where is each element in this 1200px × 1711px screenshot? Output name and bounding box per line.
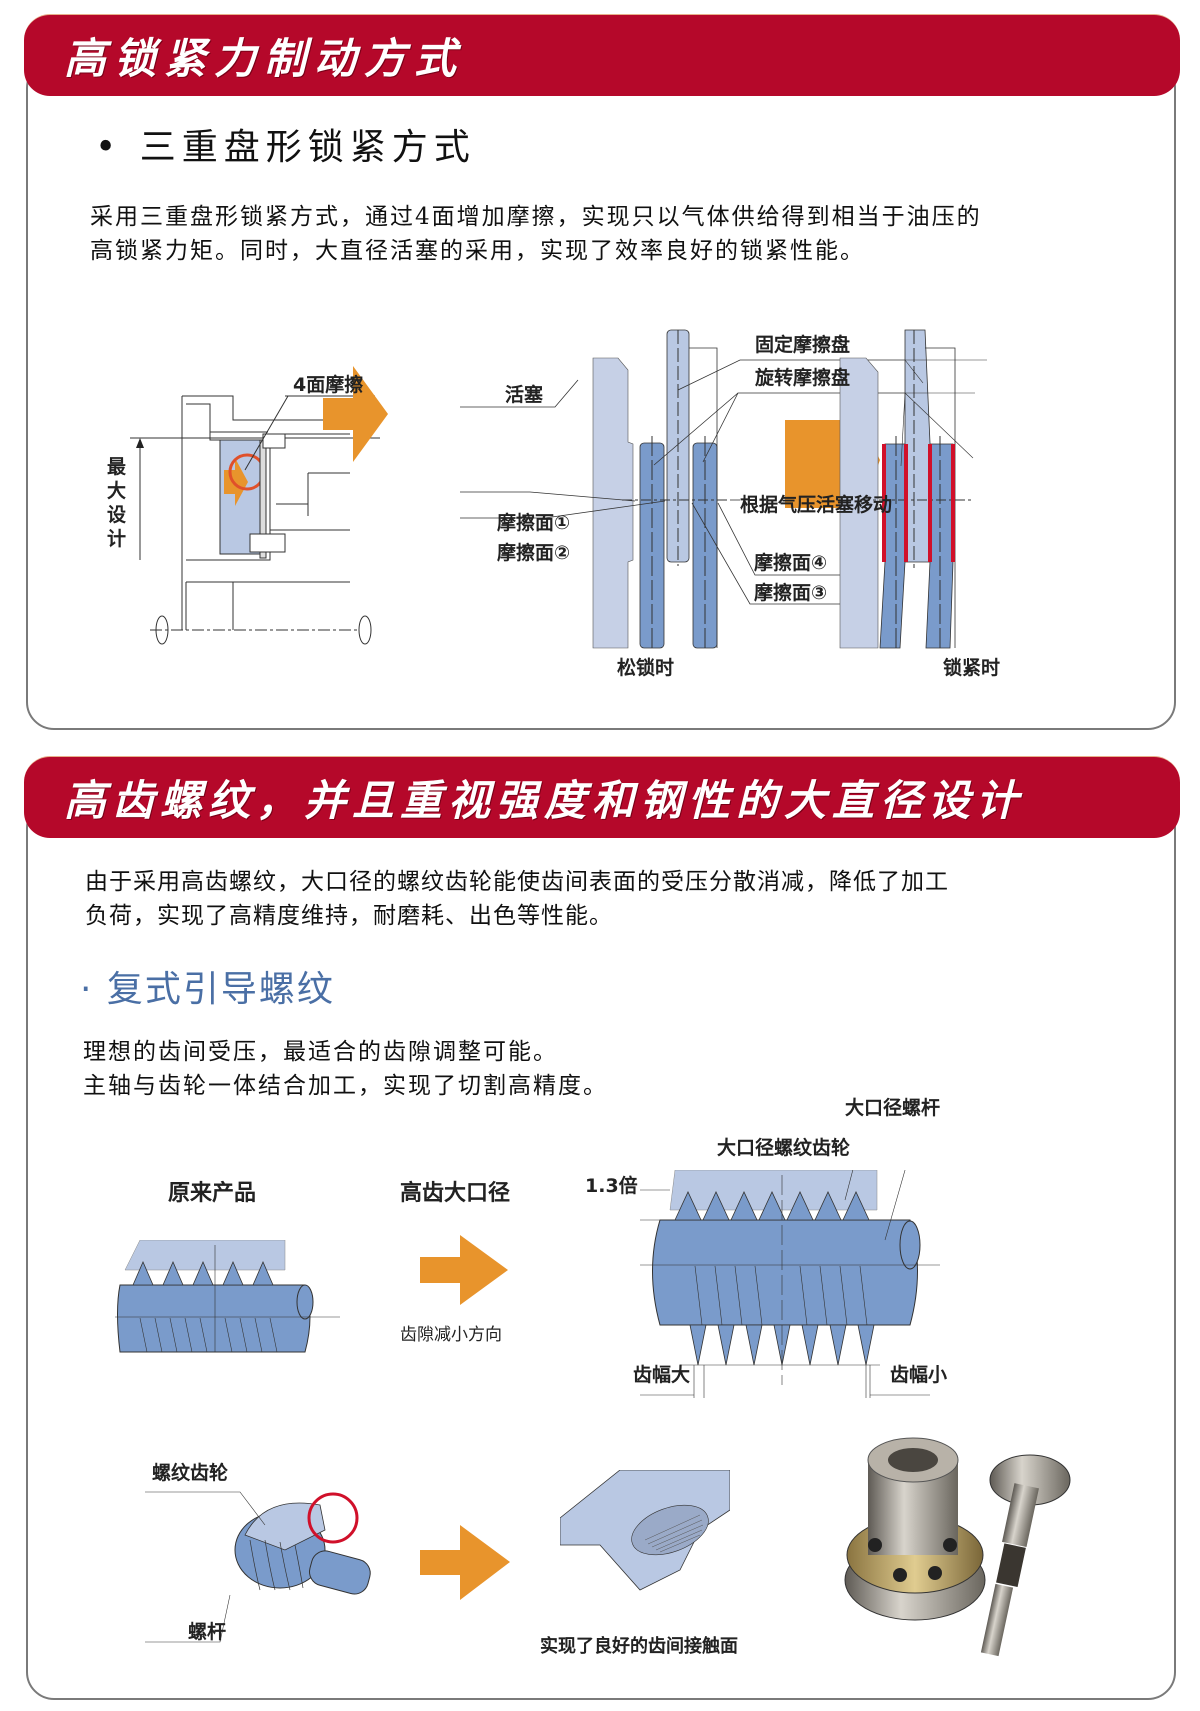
friction-surface-highlights: [882, 444, 955, 562]
label-contact-surface: 实现了良好的齿间接触面: [540, 1636, 738, 1657]
section1-paragraph: 采用三重盘形锁紧方式，通过4面增加摩擦，实现只以气体供给得到相当于油压的 高锁紧…: [90, 204, 982, 264]
rotation-icon: [358, 615, 372, 645]
label-narrow-tooth: 齿幅小: [890, 1364, 948, 1386]
section2-subtitle-text: 复式引导螺纹: [106, 969, 335, 1010]
worm-leaders: [145, 1491, 266, 1643]
label-backlash-direction: 齿隙减小方向: [400, 1325, 502, 1345]
friction-disc-diagram: [460, 329, 987, 649]
label-worm-gear: 螺纹齿轮: [152, 1462, 229, 1484]
label-worm: 螺杆: [188, 1621, 227, 1643]
label-max-design: 最大设计: [107, 456, 127, 550]
section2-subtitle: · 复式引导螺纹: [80, 969, 335, 1010]
label-surface-4: 摩擦面④: [754, 552, 828, 574]
label-surface-2: 摩擦面②: [497, 542, 571, 564]
label-large-worm: 大口径螺杆: [845, 1097, 941, 1119]
label-high-tooth: 高齿大口径: [400, 1181, 511, 1206]
label-large-gear: 大口径螺纹齿轮: [717, 1137, 851, 1159]
section2-paragraph2: 理想的齿间受压，最适合的齿隙调整可能。 主轴与齿轮一体结合加工，实现了切割高精度…: [83, 1039, 608, 1099]
label-surface-1: 摩擦面①: [497, 512, 571, 534]
section1-subtitle: • 三重盘形锁紧方式: [95, 127, 476, 168]
label-ratio: 1.3倍: [585, 1175, 638, 1197]
label-piston: 活塞: [505, 384, 544, 406]
section2-paragraph: 由于采用高齿螺纹，大口径的螺纹齿轮能使齿间表面的受压分散消减，降低了加工 负荷，…: [85, 869, 949, 929]
product-photo: [844, 1437, 1071, 1657]
tooth-contact-diagram: [560, 1470, 730, 1591]
label-original-product: 原来产品: [168, 1181, 257, 1206]
direction-arrow-icon: [323, 366, 388, 462]
section2-banner: 高齿螺纹，并且重视强度和钢性的大直径设计: [24, 756, 1180, 838]
large-worm-diagram: [640, 1170, 940, 1398]
label-piston-movement: 根据气压活塞移动: [740, 494, 893, 516]
worm-gear-3d-diagram: [234, 1492, 371, 1595]
backlash-arrow-icon: [420, 1235, 508, 1305]
section2-title: 高齿螺纹，并且重视强度和钢性的大直径设计: [64, 776, 1025, 825]
section1-banner: 高锁紧力制动方式: [24, 14, 1180, 96]
label-surface-3: 摩擦面③: [754, 582, 828, 604]
label-rotating-disc: 旋转摩擦盘: [755, 367, 851, 389]
original-worm-diagram: [115, 1240, 340, 1353]
highlight-circle-icon: [307, 1492, 359, 1544]
contact-arrow-icon: [420, 1525, 510, 1600]
label-released: 松锁时: [617, 657, 675, 679]
label-fixed-disc: 固定摩擦盘: [755, 334, 851, 356]
rotation-icon: [155, 615, 169, 645]
section1-subtitle-text: 三重盘形锁紧方式: [139, 127, 476, 168]
brake-cross-section-diagram: [130, 366, 388, 645]
label-four-face-friction: 4面摩擦: [293, 374, 364, 396]
label-locked: 锁紧时: [943, 657, 1001, 679]
section1-title: 高锁紧力制动方式: [64, 34, 465, 83]
label-wide-tooth: 齿幅大: [633, 1364, 691, 1386]
